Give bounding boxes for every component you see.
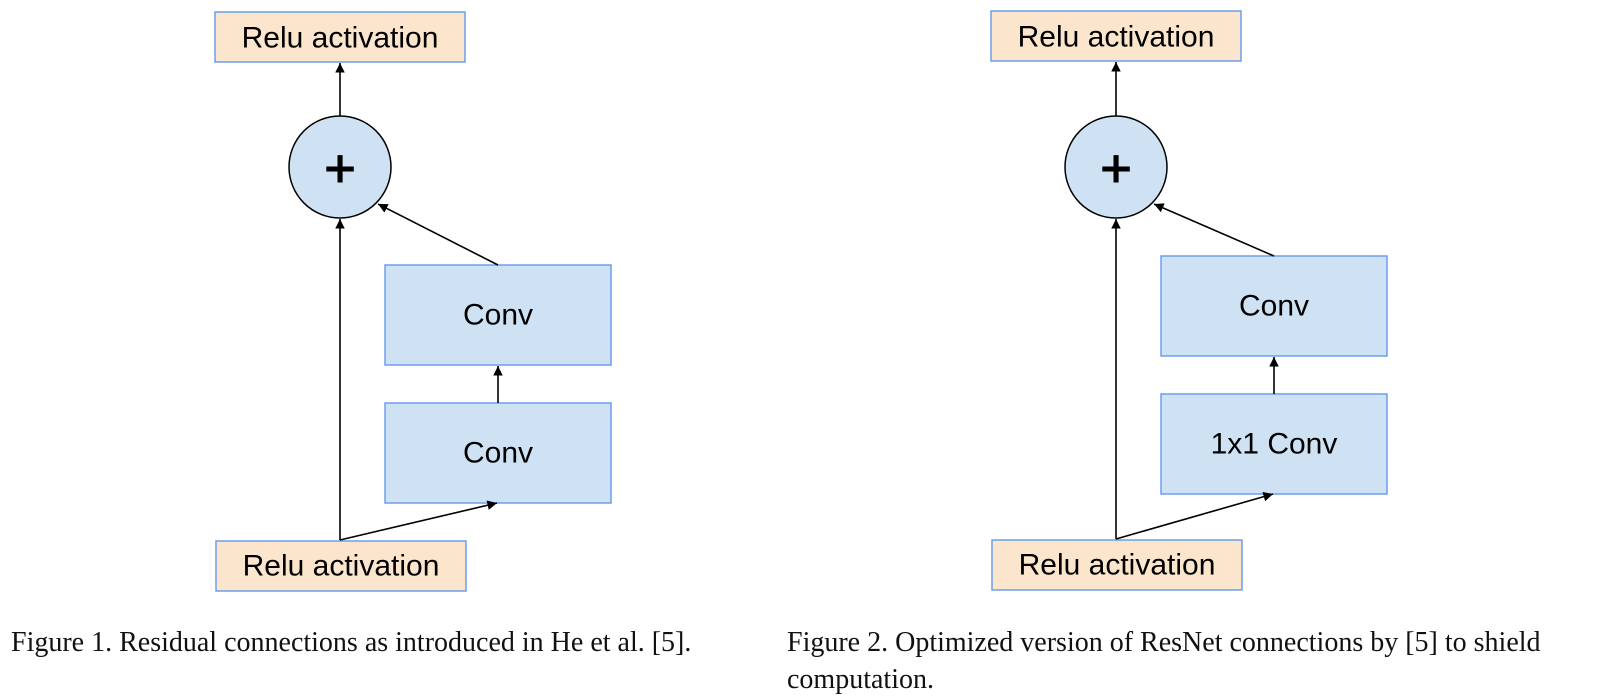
fig2-top-activation-label: Relu activation	[1018, 21, 1215, 54]
fig1-bottom-activation-box	[215, 540, 467, 592]
figure-2-diagram: Relu activation + Conv 1x1 Conv Relu act…	[990, 10, 1388, 591]
fig2-bottom-activation-label: Relu activation	[1019, 549, 1216, 582]
fig1-arrow-input-to-conv	[339, 500, 498, 541]
fig1-top-activation-label: Relu activation	[242, 22, 439, 55]
fig2-lower-conv-label: 1x1 Conv	[1211, 428, 1338, 461]
fig1-lower-conv-box	[384, 402, 612, 504]
fig2-top-activation-box	[990, 10, 1242, 62]
fig1-plus-icon: +	[322, 143, 359, 194]
fig2-arrow-input-to-conv	[1115, 492, 1274, 540]
figure-1-diagram: Relu activation + Conv Conv Relu activat…	[214, 11, 612, 592]
fig1-upper-conv-label: Conv	[463, 299, 533, 332]
residual-diagrams: Relu activation + Conv Conv Relu activat…	[214, 10, 1388, 592]
fig1-top-activation-box	[214, 11, 466, 63]
fig2-bottom-activation-box	[991, 539, 1243, 591]
fig2-arrow-conv-to-sum	[1153, 203, 1275, 257]
fig1-lower-conv-label: Conv	[463, 437, 533, 470]
fig1-arrow-conv-to-sum	[377, 203, 499, 266]
figure-2-caption: Figure 2. Optimized version of ResNet co…	[787, 627, 1541, 695]
fig1-bottom-activation-label: Relu activation	[243, 550, 440, 583]
figure-1-caption: Figure 1. Residual connections as introd…	[11, 627, 692, 658]
fig2-upper-conv-label: Conv	[1239, 290, 1309, 323]
fig2-plus-icon: +	[1098, 143, 1135, 194]
fig2-upper-conv-box	[1160, 255, 1388, 357]
